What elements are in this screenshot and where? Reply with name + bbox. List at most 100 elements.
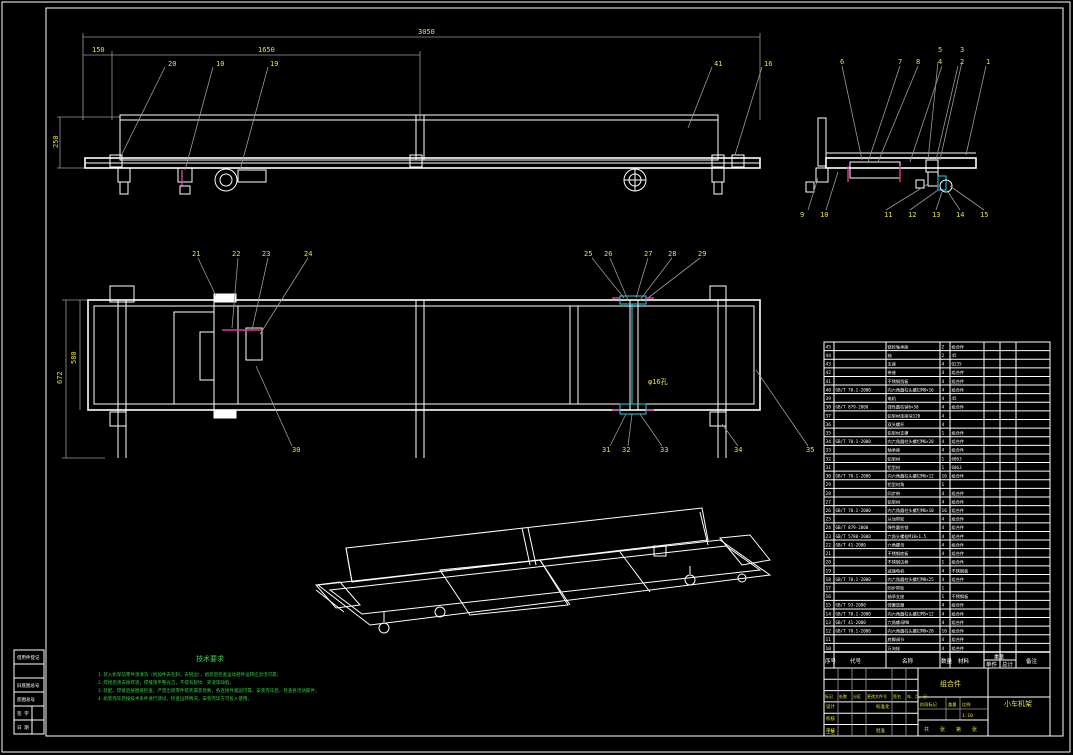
bom-cell-name: 不锈钢底板: [888, 550, 910, 557]
bom-cell-no: 38: [826, 405, 832, 411]
bom-cell-material: 45: [952, 396, 958, 401]
bom-cell-material: 组合件: [952, 524, 965, 531]
bom-cell-qty: 4: [942, 448, 945, 454]
balloon: 20: [168, 60, 176, 68]
bom-cell-material: 不锈钢板: [952, 567, 970, 574]
dim-mid: 1650: [258, 46, 275, 54]
bom-header-cell: 代号: [850, 657, 862, 665]
bom-cell-material: 组合件: [952, 447, 965, 454]
bom-cell-no: 33: [826, 448, 832, 454]
bom-cell-code: GB/T 70.1-2000: [836, 508, 872, 513]
balloon: 22: [232, 250, 240, 258]
bom-cell-material: 组合件: [952, 378, 965, 385]
bom-cell-material: 组合件: [952, 559, 965, 566]
title-material: 组合件: [940, 679, 961, 688]
bom-cell-name: 铝型材: [888, 498, 901, 505]
balloon: 1: [986, 58, 990, 66]
bom-cell-code: GB/T 70.1-2000: [836, 474, 872, 479]
bom-cell-no: 10: [826, 646, 832, 652]
bom-cell-material: 组合件: [952, 369, 965, 376]
balloon: 10: [216, 60, 224, 68]
bom-cell-code: GB/T 70.1-2000: [836, 387, 872, 392]
bom-cell-no: 28: [826, 491, 832, 497]
sheet-label: 张: [940, 726, 945, 733]
bom-cell-name: 轴承支座: [888, 593, 905, 600]
revision-label: 分区: [853, 693, 861, 699]
front-view: 3050 150 1650 250: [52, 28, 761, 195]
technical-notes: 技术要求 1.装入机架前零件须清洗（机加件去毛刺，去锐边），组装后检查运动部件运…: [98, 654, 319, 702]
bom-cell-material: 组合件: [952, 516, 965, 523]
registration-row: 借用件登记: [17, 654, 40, 661]
revision-label: 更改文件号: [867, 693, 887, 699]
bom-cell-material: 组合件: [952, 343, 965, 350]
bom-cell-material: 6063: [952, 465, 963, 470]
bom-cell-material: 组合件: [952, 404, 965, 411]
bom-cell-material: 组合件: [952, 498, 965, 505]
balloon: 41: [714, 60, 722, 68]
bom-cell-material: 组合件: [952, 541, 965, 548]
dim-width-outer: 672: [56, 371, 64, 384]
bom-cell-name: 铝型材: [888, 464, 901, 471]
balloon: 21: [192, 250, 200, 258]
bom-cell-code: GB/T 5780-2000: [836, 534, 872, 539]
bom-cell-material: 组合件: [952, 550, 965, 557]
bom-cell-no: 41: [826, 379, 832, 385]
balloon: 31: [602, 446, 610, 454]
stage-label: 比例: [962, 701, 970, 708]
bom-cell-name: 底脚调节: [888, 636, 905, 643]
scale-value: 1:10: [962, 713, 973, 719]
notes-title: 技术要求: [196, 654, 224, 663]
bom-cell-no: 30: [826, 474, 832, 480]
bom-cell-material: 组合件: [952, 507, 965, 514]
bom-cell-material: 组合件: [952, 576, 965, 583]
front-balloons: 20 10 19 41 16: [119, 60, 772, 171]
bom-cell-code: GB/T 70.1-2000: [836, 439, 872, 444]
bom-cell-no: 20: [826, 560, 832, 566]
bom-cell-no: 27: [826, 499, 832, 505]
balloon: 27: [644, 250, 652, 258]
bom-cell-name: 同步带轮: [888, 585, 906, 592]
bom-cell-qty: 4: [942, 568, 945, 574]
bom-cell-material: 组合件: [952, 636, 965, 643]
balloon: 30: [292, 446, 300, 454]
balloon: 12: [908, 211, 916, 219]
bom-cell-no: 35: [826, 431, 832, 437]
bom-cell-no: 45: [826, 344, 832, 350]
side-view: [805, 117, 977, 193]
bom-cell-name: 铝型材连接块120: [888, 412, 921, 419]
bom-cell-name: 内六角圆柱头螺钉M6×20: [888, 438, 935, 445]
bom-cell-qty: 16: [942, 629, 948, 635]
bom-cell-no: 42: [826, 370, 832, 376]
bom-cell-no: 26: [826, 508, 832, 514]
drawing-name: 小车机架: [1004, 699, 1032, 708]
bom-cell-code: GB/T 70.1-2000: [836, 577, 872, 582]
bom-cell-no: 24: [826, 525, 832, 531]
balloon: 7: [898, 58, 902, 66]
title-block: 标记处数分区更改文件号签名年、月、日设计校核审核工艺标准化批准组合件小车机架阶段…: [823, 667, 1051, 737]
balloon: 34: [734, 446, 742, 454]
bom-cell-material: 组合件: [952, 490, 965, 497]
bom-cell-no: 40: [826, 387, 832, 393]
bom-cell-qty: 4: [942, 637, 945, 643]
bom-cell-qty: 4: [942, 577, 945, 583]
revision-label: 处数: [839, 693, 847, 699]
bom-cell-name: 轴承座: [888, 447, 901, 454]
role-label: 工艺: [826, 730, 835, 736]
isometric-view: [315, 507, 772, 634]
registration-row: 底图总号: [17, 696, 35, 703]
role-label: 标准化: [876, 703, 890, 710]
bom-cell-qty: 4: [942, 551, 945, 557]
balloon: 6: [840, 58, 844, 66]
balloon: 13: [932, 211, 940, 219]
bom-header-cell: 单件: [986, 661, 998, 669]
balloon: 10: [820, 211, 828, 219]
balloon: 11: [884, 211, 892, 219]
bom-cell-qty: 1: [942, 594, 945, 600]
bom-cell-name: 弹性圆柱销: [888, 524, 909, 531]
bom-cell-name: 减速电机: [888, 567, 906, 574]
dim-height: 250: [52, 135, 60, 148]
bom-cell-no: 37: [826, 413, 832, 419]
bom-cell-qty: 4: [942, 439, 945, 445]
hole-callout: φ16孔: [648, 378, 668, 386]
